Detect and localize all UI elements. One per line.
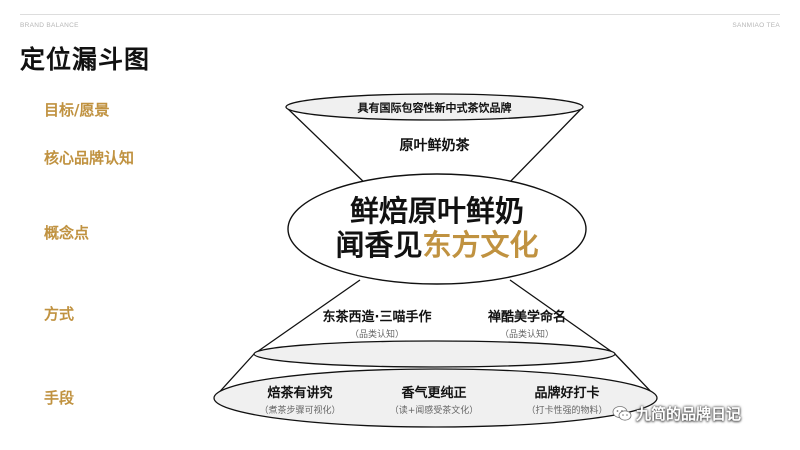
- means-3-title: 品牌好打卡: [534, 385, 599, 401]
- means-2-note: （读+闻感受茶文化）: [390, 404, 479, 416]
- stage-label-core: 核心品牌认知: [44, 149, 135, 167]
- vision-rim: [285, 93, 584, 121]
- method-ellipse: [253, 340, 616, 368]
- concept-line-2: 闻香见东方文化: [335, 228, 538, 262]
- brand-right-label: SANMIAO TEA: [732, 22, 780, 29]
- means-1-title: 焙茶有讲究: [266, 385, 332, 401]
- method-2-title: 禅酷美学命名: [487, 309, 566, 325]
- mid-cone-right-edge: [509, 279, 616, 355]
- top-bar: BRAND BALANCE SANMIAO TEA: [20, 14, 780, 30]
- concept-ellipse: [287, 173, 587, 285]
- method-1-note: （品类认知）: [350, 328, 404, 340]
- top-funnel-right-edge: [505, 106, 584, 187]
- concept-line-2-accent: 东方文化: [423, 228, 539, 262]
- mid-cone-left-edge: [253, 279, 361, 355]
- means-3-note: （打卡性强的物料）: [526, 404, 607, 416]
- core-text: 原叶鲜奶茶: [400, 137, 471, 154]
- method-2-note: （品类认知）: [500, 328, 554, 340]
- watermark: 九简的品牌日记: [612, 403, 741, 424]
- stage-label-vision: 目标/愿景: [44, 101, 110, 119]
- top-divider: [20, 14, 780, 15]
- wechat-icon: [612, 406, 632, 421]
- concept-line-2-plain: 闻香见: [335, 228, 422, 262]
- brand-left-label: BRAND BALANCE: [20, 22, 79, 29]
- page-title: 定位漏斗图: [20, 45, 151, 74]
- stage-label-concept: 概念点: [44, 224, 90, 242]
- watermark-text: 九简的品牌日记: [636, 405, 742, 423]
- stage-label-method: 方式: [44, 305, 75, 323]
- means-ellipse: [213, 368, 658, 428]
- means-2-title: 香气更纯正: [400, 385, 466, 401]
- vision-text: 具有国际包容性新中式茶饮品牌: [358, 101, 512, 115]
- stage-label-means: 手段: [44, 389, 75, 407]
- method-1-title: 东茶西造·三喵手作: [323, 309, 432, 325]
- means-1-note: （煮茶步骤可视化）: [259, 404, 340, 416]
- concept-line-1: 鲜焙原叶鲜奶: [350, 194, 524, 228]
- top-funnel-left-edge: [285, 106, 369, 187]
